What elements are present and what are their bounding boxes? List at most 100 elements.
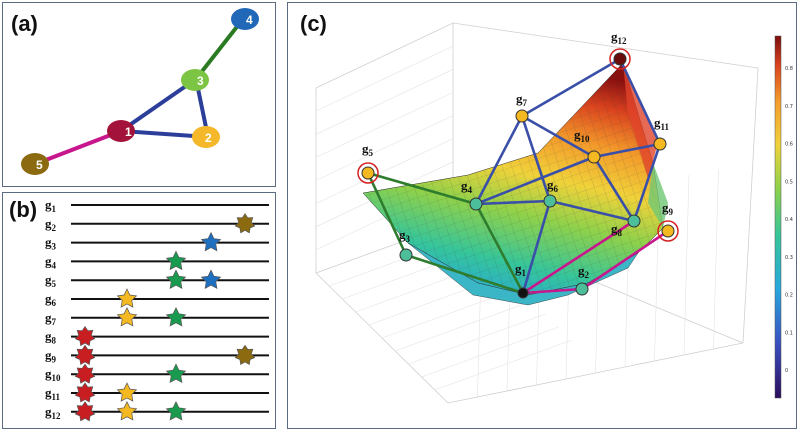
node-5: 5 <box>21 153 49 175</box>
row-g3: g3 <box>45 231 269 252</box>
svg-text:2: 2 <box>205 131 212 145</box>
green-star <box>165 250 187 271</box>
edge-g10-g8 <box>592 156 636 222</box>
edge-g1-g8 <box>522 219 635 295</box>
row-label: g3 <box>45 235 57 252</box>
label-g9: g9 <box>662 200 674 217</box>
row-label: g8 <box>45 329 57 346</box>
svg-text:5: 5 <box>36 158 43 172</box>
row-g10: g10 <box>45 363 269 384</box>
row-g11: g11 <box>45 382 269 403</box>
node-1: 1 <box>107 120 135 142</box>
grid-line <box>434 339 572 391</box>
network-nodes <box>357 48 679 299</box>
panel-a-graph: (a) 1 2 3 4 5 <box>2 2 276 187</box>
grid-line <box>315 69 454 135</box>
label-g12: g12 <box>611 29 627 46</box>
node-3: 3 <box>181 69 209 91</box>
row-g7: g7 <box>45 306 269 327</box>
node-ring-g5 <box>357 162 379 184</box>
node-g11 <box>653 137 667 151</box>
node-g3 <box>399 248 413 262</box>
label-g6: g6 <box>547 177 559 194</box>
colorbar-gradient <box>774 35 782 399</box>
node-labels: g12 g7 g10 g11 g5 g4 g6 g9 g8 g3 g1 g2 <box>362 29 674 280</box>
svg-text:3: 3 <box>197 74 204 88</box>
green-star <box>165 363 187 383</box>
row-g12: g12 <box>45 400 269 422</box>
yellow-star <box>116 400 138 421</box>
yellow-star <box>116 306 138 327</box>
green-star <box>165 306 187 327</box>
edge-g6-g1 <box>521 200 552 294</box>
network-edges <box>366 57 669 295</box>
node-g12 <box>613 52 627 66</box>
edge-1-3 <box>119 77 198 133</box>
node-g4 <box>469 197 483 211</box>
row-g2: g2 <box>45 213 269 234</box>
row-label: g5 <box>45 272 57 289</box>
node-g1 <box>517 287 529 299</box>
colorbar-tick-label: 0.3 <box>785 255 793 261</box>
red-star <box>74 325 96 347</box>
grid-line <box>713 168 719 350</box>
blue-star <box>200 231 222 252</box>
red-star <box>74 363 96 384</box>
node-g10 <box>587 150 601 164</box>
edge-g11-g8 <box>632 143 662 222</box>
red-star <box>74 344 96 365</box>
colorbar-ticks: 00.10.20.30.40.50.60.70.8 <box>785 66 793 374</box>
colorbar-tick-label: 0.2 <box>785 293 793 299</box>
label-g8: g8 <box>611 221 623 238</box>
edge-g1-g2 <box>522 287 583 295</box>
grid-line <box>315 115 454 181</box>
label-g5: g5 <box>362 141 374 158</box>
node-g8 <box>627 214 641 228</box>
label-g7: g7 <box>516 91 528 108</box>
row-g8: g8 <box>45 325 269 347</box>
edge-g12-g11 <box>618 58 662 145</box>
row-g6: g6 <box>45 288 269 308</box>
edge-g2-g9 <box>581 229 669 291</box>
edge-g7-g10 <box>521 114 595 159</box>
row-g5: g5 <box>45 269 269 289</box>
row-label: g1 <box>45 197 57 214</box>
grid-line <box>408 313 546 365</box>
svg-text:4: 4 <box>246 13 253 27</box>
row-g1: g1 <box>45 197 269 214</box>
brown-star <box>234 344 256 365</box>
edge-g5-g3 <box>366 172 408 256</box>
node-2: 2 <box>192 126 220 148</box>
edge-3-4 <box>194 17 245 81</box>
grid-line <box>683 174 690 356</box>
surface-svg: (c) <box>300 11 793 404</box>
red-star <box>74 401 96 422</box>
node-g9 <box>661 224 675 238</box>
grid-line <box>315 138 454 204</box>
row-label: g12 <box>45 404 61 421</box>
edge-g6-g8 <box>549 199 635 223</box>
yellow-star <box>116 288 138 308</box>
yellow-star <box>116 382 138 402</box>
node-g6 <box>543 194 557 208</box>
label-g11: g11 <box>654 115 670 132</box>
row-label: g6 <box>45 291 57 308</box>
node-4: 4 <box>231 8 259 30</box>
row-g4: g4 <box>45 250 269 271</box>
label-g1: g1 <box>515 261 527 278</box>
row-label: g10 <box>45 366 61 383</box>
green-star <box>165 269 187 289</box>
node-ring-g12 <box>609 48 631 70</box>
edge-g10-g11 <box>593 142 661 159</box>
edge-g4-g7 <box>474 115 524 205</box>
colorbar-tick-label: 0.7 <box>785 104 793 110</box>
colorbar-tick-label: 0.4 <box>785 217 793 223</box>
brown-star <box>234 213 256 234</box>
blue-star <box>200 269 222 289</box>
row-label: g4 <box>45 253 57 270</box>
grid-line <box>421 326 559 378</box>
panel-b-label: (b) <box>9 197 37 222</box>
edge-g3-g1 <box>405 253 524 295</box>
